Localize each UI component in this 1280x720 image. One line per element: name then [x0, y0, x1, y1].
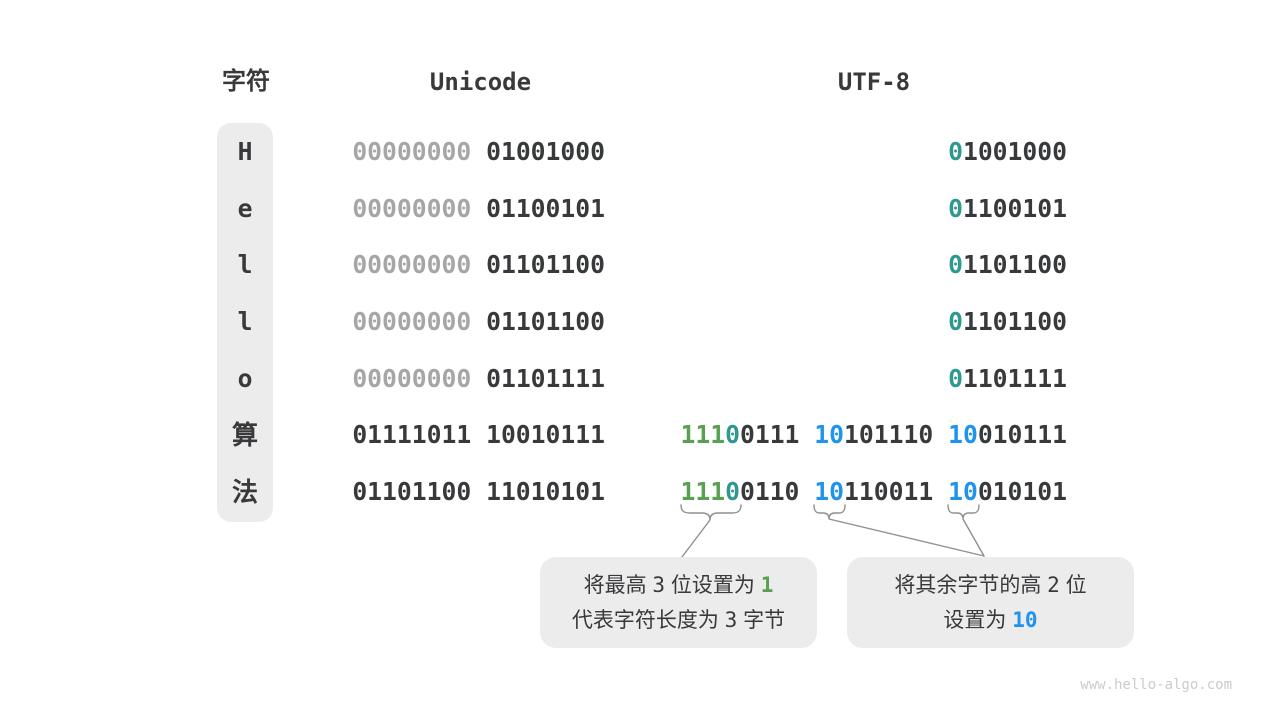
text-segment: 1101100 [962, 306, 1067, 336]
text-segment: 01101111 [486, 363, 605, 393]
column-header-unicode: Unicode [429, 68, 532, 96]
unicode-bits: 00000000 01001000 [340, 137, 605, 167]
utf8-bits: 01001000 [667, 137, 1067, 167]
text-segment: l [237, 250, 253, 280]
underbrace-high-bits [680, 504, 742, 521]
text-segment: 1100101 [962, 193, 1067, 223]
text-segment: 00000000 [352, 306, 487, 336]
column-header-character: 字符 [222, 68, 270, 95]
text-segment: 111 [680, 476, 726, 506]
character-cell: 算 [217, 420, 273, 450]
text-segment: 1101111 [962, 363, 1067, 393]
text-segment: 将最高 [583, 573, 653, 597]
text-segment: 110011 [844, 476, 949, 506]
character-column-panel [217, 123, 273, 522]
connector-line-byte3 [962, 518, 985, 557]
text-segment: 010111 [977, 420, 1067, 450]
text-segment: H [237, 137, 253, 166]
utf8-bits: 01101111 [667, 364, 1067, 394]
text-segment: 00000000 [352, 193, 487, 223]
callout-text-line: 将最高 3 位设置为 1 [584, 568, 774, 603]
text-segment: 101110 [844, 420, 949, 450]
callout-text-line: 设置为 10 [943, 603, 1037, 638]
unicode-bits: 01101100 11010101 [340, 477, 605, 507]
unicode-bits: 00000000 01101100 [340, 307, 605, 337]
watermark: www.hello-algo.com [1080, 677, 1232, 693]
text-segment: 01101100 11010101 [352, 476, 605, 506]
text-segment: 0 [725, 420, 740, 450]
text-segment: 代表字符长度为 [571, 608, 725, 632]
character-cell: 法 [217, 477, 273, 507]
text-segment: 01001000 [486, 137, 605, 166]
callout-text-line: 代表字符长度为 3 字节 [572, 603, 785, 638]
text-segment: 字节 [737, 608, 786, 632]
character-cell: H [217, 137, 273, 167]
text-segment: 10 [814, 476, 845, 506]
character-cell: o [217, 364, 273, 394]
text-segment: 0 [948, 363, 963, 393]
utf8-bits: 01100101 [667, 194, 1067, 224]
utf8-bits: 11100110 10110011 10010101 [667, 476, 1068, 507]
callout-text-line: 将其余字节的高 2 位 [894, 568, 1086, 603]
character-cell: l [217, 250, 273, 280]
text-segment: 01111011 10010111 [352, 420, 605, 450]
unicode-bits: 01111011 10010111 [340, 420, 605, 450]
text-segment: 0 [948, 193, 963, 223]
utf8-bits: 01101100 [667, 307, 1067, 337]
text-segment: 00000000 [352, 137, 487, 166]
text-segment: 1 [760, 572, 774, 597]
text-segment: l [237, 306, 253, 336]
callout-continuation-bits: 将其余字节的高 2 位设置为 10 [847, 557, 1134, 648]
text-segment: 10 [814, 420, 845, 450]
text-segment: 01101100 [486, 250, 605, 280]
text-segment: 01101100 [486, 306, 605, 336]
text-segment: 位设置为 [665, 573, 761, 597]
column-header-utf8: UTF-8 [837, 68, 911, 96]
text-segment: 0 [725, 476, 740, 506]
text-segment: 00000000 [352, 250, 487, 280]
text-segment: 00000000 [352, 363, 487, 393]
underbrace-continuation-byte3 [947, 504, 980, 520]
text-segment: 设置为 [943, 608, 1013, 632]
text-segment: 0 [948, 250, 963, 280]
text-segment: 0111 [739, 420, 815, 450]
text-segment: 位 [1059, 573, 1087, 597]
text-segment: 1101100 [962, 250, 1067, 280]
text-segment: 0 [948, 137, 963, 166]
text-segment: 01100101 [486, 193, 605, 223]
text-segment: 10 [948, 476, 978, 506]
underbrace-continuation-byte2 [813, 504, 846, 520]
text-segment: 3 [724, 607, 738, 632]
character-cell: e [217, 194, 273, 224]
utf8-bits: 11100111 10101110 10010111 [667, 420, 1068, 450]
text-segment: 0110 [739, 476, 815, 506]
connector-line-byte2 [828, 518, 985, 557]
text-segment: 010101 [977, 476, 1067, 506]
utf8-bits: 01101100 [667, 250, 1067, 280]
connector-line-high-bits [681, 519, 711, 558]
text-segment: 0 [948, 306, 963, 336]
unicode-bits: 00000000 01101100 [340, 250, 605, 280]
text-segment: e [237, 193, 253, 223]
text-segment: 10 [1012, 607, 1038, 632]
text-segment: 将其余字节的高 [894, 573, 1048, 597]
text-segment: o [237, 363, 253, 393]
text-segment: 算 [231, 420, 258, 451]
text-segment: 2 [1047, 572, 1060, 597]
text-segment: 111 [680, 420, 726, 450]
text-segment: 10 [948, 420, 978, 450]
character-cell: l [217, 307, 273, 337]
text-segment: 3 [652, 572, 666, 597]
unicode-bits: 00000000 01101111 [340, 364, 605, 394]
text-segment: 法 [231, 476, 258, 507]
unicode-bits: 00000000 01100101 [340, 194, 605, 224]
text-segment: 1001000 [962, 137, 1067, 166]
